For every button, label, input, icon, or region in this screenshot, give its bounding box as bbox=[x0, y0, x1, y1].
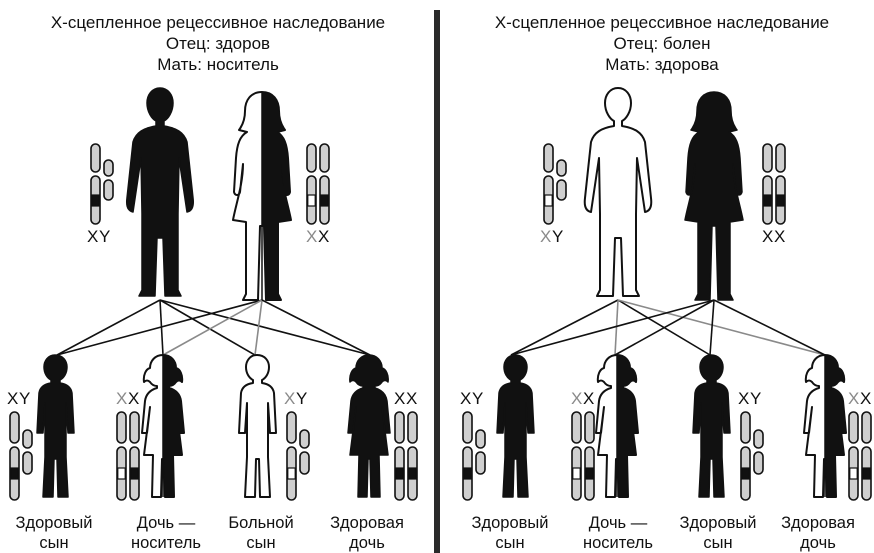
panel-1-child-3-figure bbox=[239, 355, 276, 497]
genotype-x-letter: X bbox=[860, 389, 871, 408]
genotype-x-letter: X bbox=[571, 389, 582, 408]
genotype-x-letter: X bbox=[774, 227, 785, 246]
genotype-x-letter: X bbox=[394, 389, 405, 408]
panel-2-father-line: Отец: болен bbox=[452, 33, 872, 54]
panel-2-father-figure bbox=[585, 88, 652, 296]
panel-1-child-1-figure bbox=[37, 355, 74, 497]
genotype-x-letter: X bbox=[738, 389, 749, 408]
panel-2-mother-line: Мать: здорова bbox=[452, 54, 872, 75]
inheritance-line bbox=[511, 300, 618, 355]
inheritance-line bbox=[714, 300, 825, 355]
genotype-y-letter: Y bbox=[296, 389, 307, 408]
genotype-y-letter: Y bbox=[552, 227, 563, 246]
inheritance-line bbox=[710, 300, 714, 355]
genotype-x-letter: X bbox=[87, 227, 98, 246]
genotype-y-letter: Y bbox=[750, 389, 761, 408]
panel-2-child-2-figure bbox=[596, 355, 638, 497]
genotype-x-letter: X bbox=[406, 389, 417, 408]
genotype-x-letter: X bbox=[128, 389, 139, 408]
genotype-x-letter: X bbox=[116, 389, 127, 408]
panel-2-child-3-label: Здоровый сын bbox=[660, 513, 776, 553]
genotype-x-letter: X bbox=[583, 389, 594, 408]
panel-2-title: X-сцепленное рецессивное наследование bbox=[452, 12, 872, 33]
inheritance-line bbox=[615, 300, 714, 355]
label-line-1: Здоровая bbox=[309, 513, 425, 533]
label-line-1: Здоровая bbox=[760, 513, 874, 533]
label-line-1: Здоровый bbox=[452, 513, 568, 533]
genotype-x-letter: X bbox=[460, 389, 471, 408]
panel-1-father-figure bbox=[127, 88, 194, 296]
panel-1-mother-figure bbox=[233, 92, 291, 300]
genotype-x-letter: X bbox=[848, 389, 859, 408]
label-line-1: Больной bbox=[203, 513, 319, 533]
panel-2-lines bbox=[511, 300, 825, 355]
genotype-y-letter: Y bbox=[472, 389, 483, 408]
label-line-2: дочь bbox=[309, 533, 425, 553]
inheritance-line bbox=[57, 300, 262, 355]
label-line-2: сын bbox=[203, 533, 319, 553]
panel-2-child-2-label: Дочь — носитель bbox=[560, 513, 676, 553]
panel-1-child-2-figure bbox=[142, 355, 184, 497]
inheritance-line bbox=[255, 300, 262, 355]
genotype-x-letter: X bbox=[762, 227, 773, 246]
genotype-x-letter: X bbox=[318, 227, 329, 246]
panel-2-child-3-figure bbox=[693, 355, 730, 497]
genotype-x-letter: X bbox=[284, 389, 295, 408]
panel-1-mother-line: Мать: носитель bbox=[8, 54, 428, 75]
label-line-2: сын bbox=[660, 533, 776, 553]
panel-1-father-line: Отец: здоров bbox=[8, 33, 428, 54]
panel-2-child-1-label: Здоровый сын bbox=[452, 513, 568, 553]
genotype-x-letter: X bbox=[540, 227, 551, 246]
inheritance-line bbox=[160, 300, 255, 355]
inheritance-line bbox=[262, 300, 370, 355]
inheritance-line bbox=[618, 300, 825, 355]
panel-1-header: X-сцепленное рецессивное наследование От… bbox=[8, 12, 428, 75]
label-line-1: Дочь — bbox=[560, 513, 676, 533]
label-line-2: сын bbox=[452, 533, 568, 553]
genotype-y-letter: Y bbox=[19, 389, 30, 408]
label-line-2: дочь bbox=[760, 533, 874, 553]
label-line-2: носитель bbox=[560, 533, 676, 553]
inheritance-line bbox=[511, 300, 714, 355]
genotype-x-letter: X bbox=[306, 227, 317, 246]
panel-2-child-1-figure bbox=[497, 355, 534, 497]
panel-1-child-4-label: Здоровая дочь bbox=[309, 513, 425, 553]
panel-2-child-4-label: Здоровая дочь bbox=[760, 513, 874, 553]
panel-1-lines bbox=[57, 300, 370, 355]
panel-1-title: X-сцепленное рецессивное наследование bbox=[8, 12, 428, 33]
panel-1-child-4-figure bbox=[348, 355, 390, 497]
panel-2-mother-figure bbox=[685, 92, 743, 300]
label-line-1: Здоровый bbox=[660, 513, 776, 533]
panel-2-child-4-figure bbox=[804, 355, 846, 497]
label-line-1: Здоровый bbox=[0, 513, 112, 533]
inheritance-line bbox=[160, 300, 370, 355]
panel-2-header: X-сцепленное рецессивное наследование От… bbox=[452, 12, 872, 75]
genotype-x-letter: X bbox=[7, 389, 18, 408]
inheritance-line bbox=[163, 300, 262, 355]
panel-1-child-3-label: Больной сын bbox=[203, 513, 319, 553]
genotype-y-letter: Y bbox=[99, 227, 110, 246]
panel-1-child-1-label: Здоровый сын bbox=[0, 513, 112, 553]
inheritance-line bbox=[57, 300, 160, 355]
label-line-2: сын bbox=[0, 533, 112, 553]
